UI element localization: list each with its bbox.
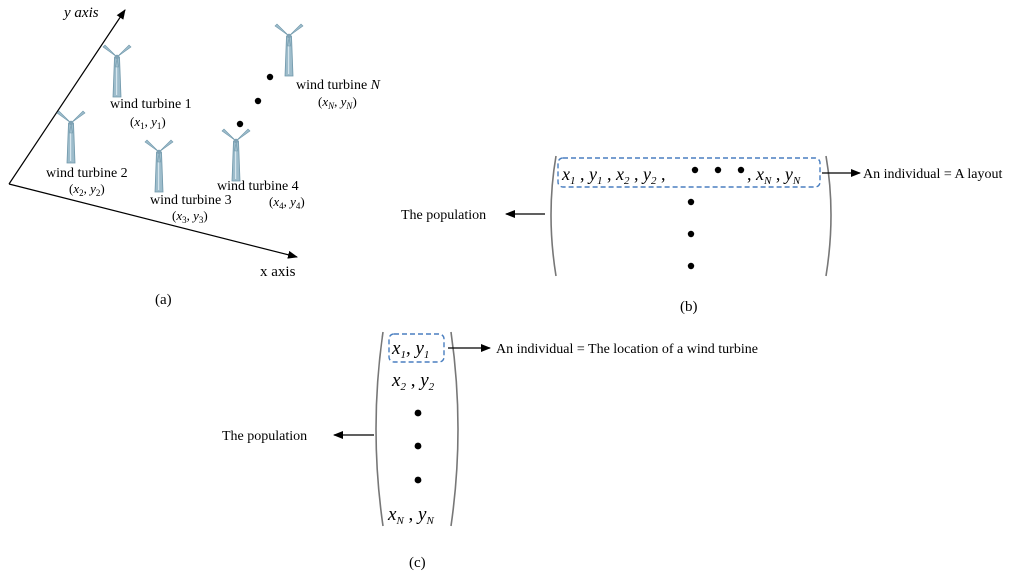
ellipsis-dot-icon — [236, 120, 244, 128]
y-axis-label: y axis — [62, 5, 99, 21]
ellipsis-dot-icon — [737, 166, 745, 174]
ellipsis-dot-icon — [254, 97, 262, 105]
turbine-4-coord: (x4, y4) — [269, 194, 305, 211]
wind-turbine-icon — [56, 110, 86, 164]
turbine-4-name: wind turbine 4 — [217, 179, 299, 194]
individual-dashed-box — [388, 333, 445, 363]
turbine-3-name: wind turbine 3 — [150, 193, 232, 208]
panel-b-individual-label: An individual = A layout — [863, 167, 1002, 182]
panel-c-label: (c) — [409, 555, 426, 571]
panel-a: y axis x axis wind turbine 1 (x1, y1) wi… — [8, 5, 381, 308]
turbine-2-name: wind turbine 2 — [46, 166, 128, 181]
population-row-1: x1, y1 — [391, 338, 429, 361]
ellipsis-dot-icon — [414, 409, 422, 417]
wind-turbine-icon — [221, 128, 251, 182]
population-row-n: xN , yN — [387, 504, 434, 527]
turbine-1-name: wind turbine 1 — [110, 97, 192, 112]
panel-b-label: (b) — [680, 299, 698, 315]
matrix-left-bracket — [550, 155, 557, 277]
wind-turbine-icon — [274, 23, 304, 77]
y-axis-line — [8, 9, 126, 185]
panel-b: x1 , y1 , x2 , y2 , , xN , yN An individ… — [401, 155, 1002, 315]
ellipsis-dot-icon — [414, 442, 422, 450]
x-axis-label: x axis — [260, 264, 296, 280]
ellipsis-dot-icon — [687, 198, 695, 206]
ellipsis-dot-icon — [714, 166, 722, 174]
turbine-n-name: wind turbine N — [296, 78, 381, 93]
panel-c-population-label: The population — [222, 429, 307, 444]
ellipsis-dot-icon — [687, 230, 695, 238]
ellipsis-dot-icon — [691, 166, 699, 174]
ellipsis-dot-icon — [266, 73, 274, 81]
layout-row: x1 , y1 , x2 , y2 , — [561, 164, 666, 187]
panel-b-population-label: The population — [401, 208, 486, 223]
layout-row-tail: , xN , yN — [747, 164, 801, 187]
turbine-1-coord: (x1, y1) — [130, 114, 166, 131]
turbine-3-coord: (x3, y3) — [172, 208, 208, 225]
turbine-2-coord: (x2, y2) — [69, 181, 105, 198]
individual-dashed-box — [557, 157, 821, 188]
panel-c-individual-label: An individual = The location of a wind t… — [496, 342, 758, 357]
panel-a-label: (a) — [155, 292, 172, 308]
ellipsis-dot-icon — [414, 476, 422, 484]
wind-turbine-icon — [102, 44, 132, 98]
population-row-2: x2 , y2 — [391, 370, 435, 393]
ellipsis-dot-icon — [687, 262, 695, 270]
panel-c: x1, y1 x2 , y2 xN , yN An individual = T… — [222, 331, 758, 571]
turbine-n-coord: (xN, yN) — [318, 94, 357, 111]
x-axis-line — [8, 183, 298, 259]
matrix-right-bracket — [825, 155, 832, 277]
matrix-left-bracket — [375, 331, 384, 527]
wind-turbine-icon — [144, 139, 174, 193]
matrix-right-bracket — [450, 331, 459, 527]
